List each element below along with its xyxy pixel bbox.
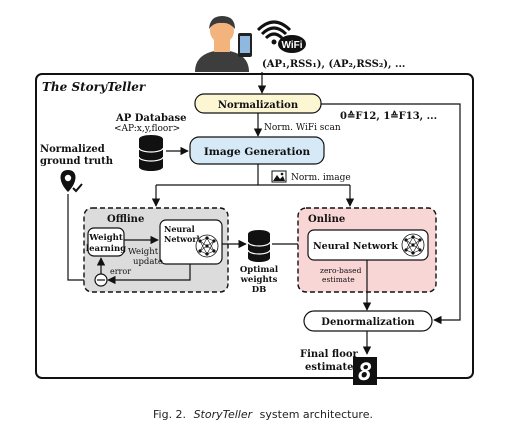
floor-display-icon — [353, 357, 377, 385]
denormalization-label: Denormalization — [321, 317, 415, 328]
weight-learning-box — [87, 227, 125, 257]
error-label: error — [110, 267, 131, 276]
normalization-label: Normalization — [218, 100, 299, 111]
caption-italic: StoryTeller — [194, 408, 254, 421]
storyteller-system-box — [35, 73, 474, 379]
online-nn-box — [307, 229, 429, 261]
zero-based-label-2: estimate — [322, 275, 355, 284]
zero-based-label-1: zero-based — [320, 266, 362, 275]
weights-database-icon — [247, 230, 271, 262]
final-estimate-label-2: estimate — [305, 362, 353, 373]
online-title: Online — [308, 214, 345, 225]
location-pin-icon — [60, 170, 83, 193]
weight-update-label-1: Weight — [128, 247, 159, 257]
floor-display-digit: 8 — [358, 358, 372, 386]
scan-label: (AP₁,RSS₁), (AP₂,RSS₂), ... — [262, 59, 405, 70]
offline-title: Offline — [107, 214, 144, 225]
weights-db-label-1: Optimal — [240, 265, 279, 275]
offline-nn-label-1: Neural — [164, 224, 195, 234]
caption-suffix: system architecture. — [260, 408, 373, 421]
weights-db-label-3: DB — [252, 285, 267, 295]
image-icon — [271, 170, 287, 183]
norm-wifi-scan-label: Norm. WiFi scan — [264, 123, 341, 133]
image-generation-label: Image Generation — [204, 146, 311, 158]
user-avatar-icon — [195, 16, 249, 72]
weight-learning-label-2: learning — [86, 244, 126, 254]
online-neural-network-icon — [401, 233, 425, 257]
ap-database-fields: <AP:x,y,floor> — [114, 124, 180, 134]
floor-mapping-label: 0≙F12, 1≙F13, ... — [340, 110, 437, 122]
image-generation-box — [189, 136, 325, 165]
neural-network-icon — [195, 234, 219, 258]
ground-truth-label-1: Normalized — [40, 144, 105, 155]
wifi-icon: WiFi — [256, 20, 306, 53]
ap-database-icon — [138, 135, 164, 171]
weights-db-label-2: weights — [240, 275, 278, 285]
denormalization-box — [303, 310, 433, 332]
ap-database-title: AP Database — [115, 113, 186, 124]
figure-caption: Fig. 2. StoryTeller system architecture. — [153, 408, 373, 421]
wifi-label: WiFi — [281, 40, 302, 51]
offline-nn-label-2: Network — [164, 234, 203, 244]
weight-update-label-2: update — [133, 257, 163, 267]
ground-truth-label-2: ground truth — [40, 156, 114, 167]
final-estimate-label-1: Final floor — [300, 349, 359, 360]
norm-image-label: Norm. image — [291, 173, 351, 183]
smartphone-icon — [238, 33, 252, 57]
online-nn-label: Neural Network — [313, 241, 398, 252]
system-title: The StoryTeller — [42, 80, 147, 94]
caption-prefix: Fig. 2. — [153, 408, 186, 421]
weight-learning-label-1: Weight — [88, 233, 123, 243]
error-sum-node-icon — [94, 273, 108, 287]
